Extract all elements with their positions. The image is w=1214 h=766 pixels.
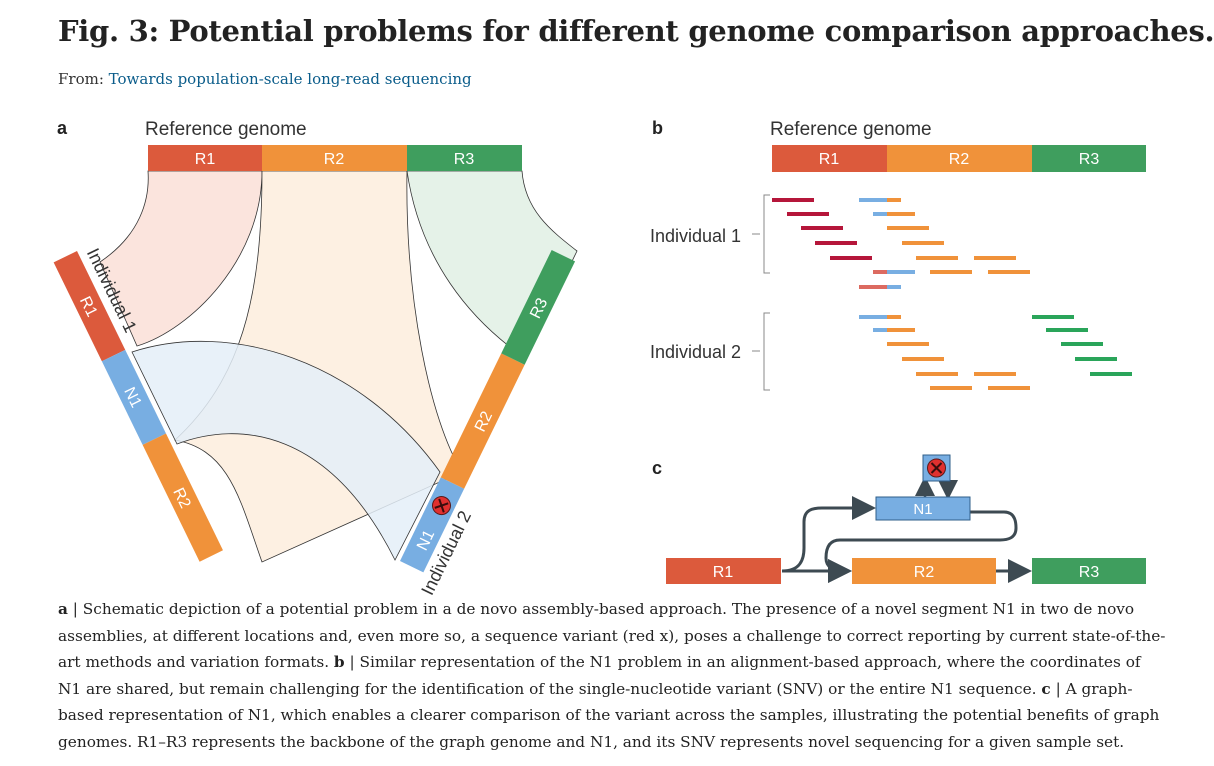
- read: [974, 372, 1016, 376]
- read: [873, 212, 887, 216]
- panel-b-bar-r1: [772, 145, 887, 172]
- panel-b-label-r2: R2: [949, 151, 970, 168]
- graph-node-r1: [666, 558, 781, 584]
- edge-r1-to-n1: [781, 496, 876, 573]
- individual1-bar-r2: [142, 433, 223, 562]
- panel-a-letter: a: [57, 118, 68, 138]
- ribbon-n1: [131, 341, 441, 561]
- individual1-bar-n1: [101, 349, 166, 445]
- reference-bar-r3: [407, 145, 522, 171]
- reference-label-r1: R1: [195, 151, 216, 168]
- read: [830, 256, 872, 260]
- ribbon-r1: [99, 170, 263, 347]
- read: [873, 270, 887, 274]
- read: [887, 198, 901, 202]
- read: [974, 256, 1016, 260]
- panel-b-individual1-reads: [772, 198, 1030, 289]
- caption-a-text: | Schematic depiction of a potential pro…: [58, 600, 1166, 671]
- read: [930, 386, 972, 390]
- panel-b: b Reference genome R1 R2 R3 Individual 1: [650, 118, 1146, 391]
- graph-variant-node: [922, 454, 951, 482]
- read: [873, 328, 887, 332]
- individual2-bar-r3: [501, 250, 576, 365]
- panel-b-individual1-bracket: [752, 194, 770, 274]
- panel-b-letter: b: [652, 118, 663, 138]
- read: [859, 198, 887, 202]
- caption-c-letter: c: [1041, 679, 1051, 698]
- graph-node-n1-label: N1: [913, 501, 932, 518]
- panel-b-label-r1: R1: [819, 151, 840, 168]
- panel-b-reference-label: Reference genome: [770, 119, 932, 140]
- panel-b-label-r3: R3: [1079, 151, 1100, 168]
- source-line: From: Towards population-scale long-read…: [58, 70, 472, 88]
- caption-b-text: | Similar representation of the N1 probl…: [58, 653, 1141, 698]
- caption-b-letter: b: [333, 653, 345, 671]
- source-prefix: From:: [58, 70, 104, 88]
- panel-b-individual2-label: Individual 2: [650, 342, 741, 362]
- read: [887, 285, 901, 289]
- individual2-bar-r2: [440, 353, 525, 489]
- read: [887, 315, 901, 319]
- read: [1061, 342, 1103, 346]
- read: [916, 256, 958, 260]
- read: [988, 270, 1030, 274]
- read: [1032, 315, 1074, 319]
- panel-b-individual1-label: Individual 1: [650, 226, 741, 246]
- read: [859, 285, 887, 289]
- panel-b-individual2-bracket: [752, 312, 770, 391]
- read: [887, 226, 929, 230]
- individual1-bar-r1: [53, 250, 126, 362]
- graph-node-r2-label: R2: [914, 564, 935, 581]
- panel-b-bar-r2: [887, 145, 1032, 172]
- panel-a-reference-label: Reference genome: [145, 119, 307, 140]
- panel-b-bar-r3: [1032, 145, 1146, 172]
- panel-b-individual2-reads: [859, 315, 1132, 390]
- graph-node-n1: [875, 496, 971, 521]
- reference-bar-r2: [262, 145, 407, 171]
- read: [902, 241, 944, 245]
- read: [902, 357, 944, 361]
- panel-c-letter: c: [652, 458, 662, 478]
- reference-label-r2: R2: [324, 151, 345, 168]
- figure-graphic: a Reference genome R1 R2 R3 R1 N1 R2 Ind…: [53, 118, 1146, 598]
- reference-label-r3: R3: [454, 151, 475, 168]
- variant-x-icon: [431, 496, 451, 516]
- figure-caption: a | Schematic depiction of a potential p…: [58, 596, 1168, 755]
- graph-node-r2: [852, 558, 996, 584]
- read: [815, 241, 857, 245]
- panel-a: a Reference genome R1 R2 R3 R1 N1 R2 Ind…: [53, 118, 578, 598]
- read: [887, 212, 915, 216]
- read: [772, 198, 814, 202]
- figure-title: Fig. 3: Potential problems for different…: [58, 14, 1214, 48]
- read: [859, 315, 887, 319]
- graph-node-r3-label: R3: [1079, 564, 1100, 581]
- read: [801, 226, 843, 230]
- panel-c: c R1 N1 R2 R3: [652, 454, 1146, 584]
- variant-x-icon: [927, 458, 946, 478]
- source-article-link[interactable]: Towards population-scale long-read seque…: [108, 70, 472, 88]
- read: [887, 342, 929, 346]
- read: [916, 372, 958, 376]
- graph-node-r3: [1032, 558, 1146, 584]
- read: [887, 328, 915, 332]
- reference-bar-r1: [148, 145, 262, 171]
- read: [930, 270, 972, 274]
- read: [787, 212, 829, 216]
- edge-n1-to-r2: [824, 510, 1018, 583]
- read: [1075, 357, 1117, 361]
- caption-a-letter: a: [58, 600, 68, 618]
- caption-c-text: | A graph-based representation of N1, wh…: [58, 679, 1160, 751]
- graph-node-r1-label: R1: [713, 564, 734, 581]
- read: [887, 270, 915, 274]
- read: [988, 386, 1030, 390]
- read: [1046, 328, 1088, 332]
- read: [1090, 372, 1132, 376]
